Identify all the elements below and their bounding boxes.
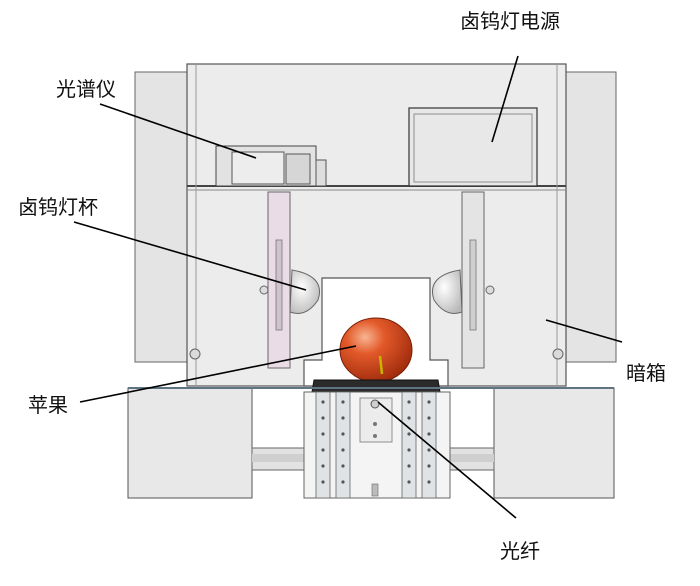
label-apple: 苹果 (28, 393, 68, 417)
left-lamp-stand (267, 191, 291, 369)
left-lamp-cup (289, 269, 320, 314)
right-lower-block (493, 387, 615, 499)
leader-fiber (377, 401, 517, 519)
lift-stage (303, 391, 451, 499)
leader-power (491, 55, 519, 143)
label-fiber: 光纤 (500, 539, 540, 563)
right-side-shield (565, 71, 617, 363)
apple-sample (339, 317, 413, 383)
leader-spectrometer (99, 103, 257, 159)
label-dark-box: 暗箱 (626, 361, 666, 385)
post-holes (321, 400, 431, 484)
right-lamp-stand (461, 191, 485, 369)
left-side-shield (134, 71, 188, 363)
left-lower-block (127, 387, 253, 499)
sample-tray (311, 379, 441, 393)
leader-cup (73, 221, 307, 291)
label-halogen-power: 卤钨灯电源 (460, 9, 560, 33)
leader-lines (73, 55, 623, 519)
leader-darkbox (545, 319, 623, 343)
label-halogen-cup: 卤钨灯杯 (18, 195, 98, 219)
right-lamp-cup (432, 269, 463, 314)
spectrometer-device (215, 145, 327, 187)
leader-apple (79, 345, 357, 403)
label-spectrometer: 光谱仪 (56, 77, 116, 101)
halogen-power-supply (408, 107, 538, 187)
